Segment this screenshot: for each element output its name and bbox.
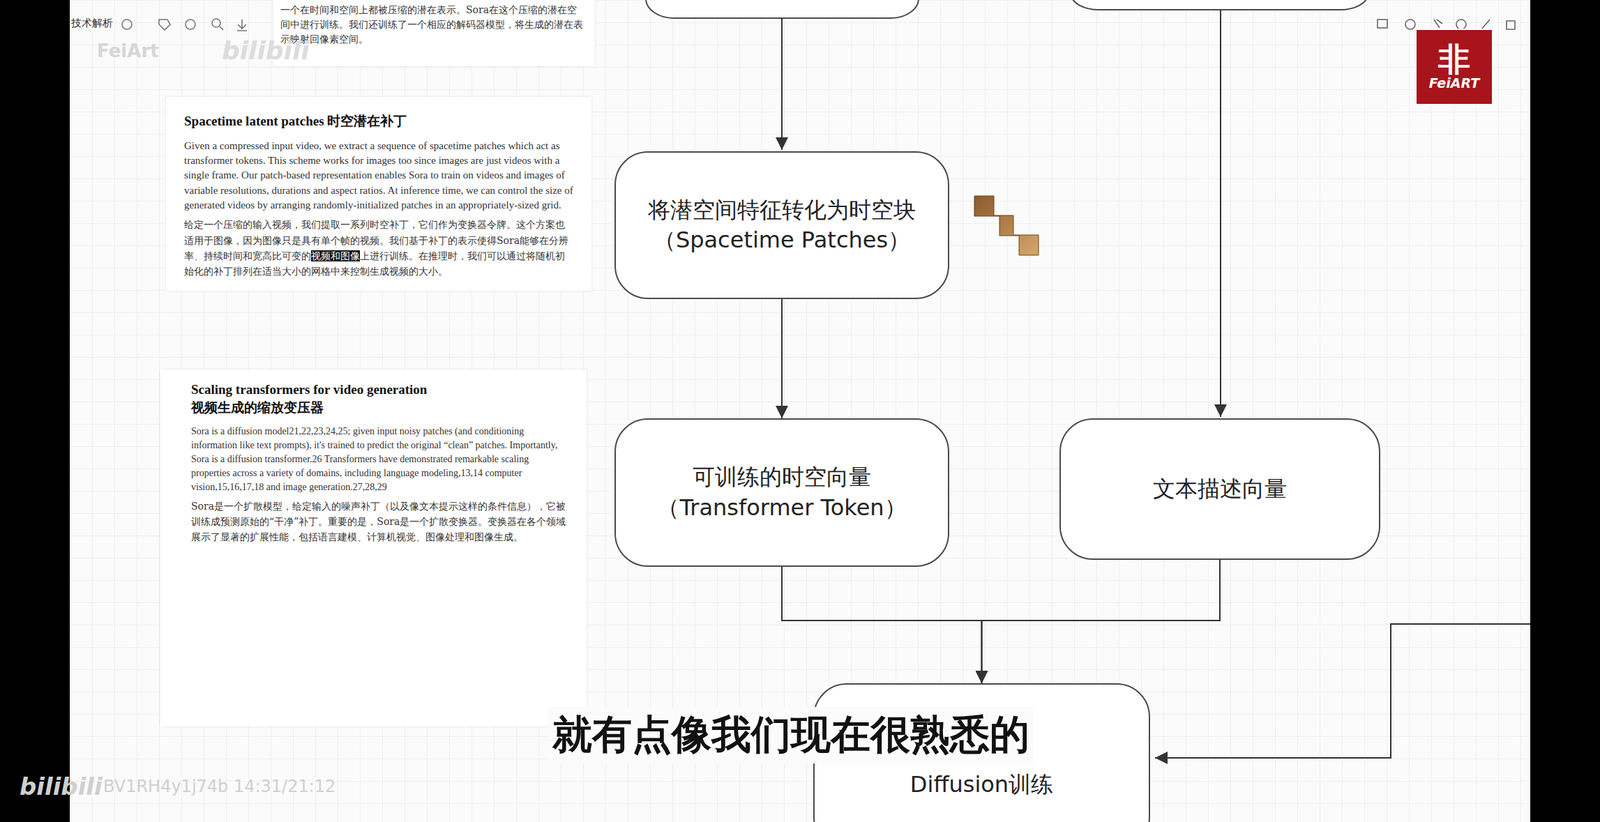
highlighted-text: 视频和图像 xyxy=(311,250,360,262)
video-info: BV1RH4y1j74b 14:31/21:12 xyxy=(103,776,336,797)
section-heading: 视频生成的缩放变压器 xyxy=(191,398,569,418)
section-heading: Spacetime latent patches 时空潜在补丁 xyxy=(184,112,574,131)
box-label: 将潜空间特征转化为时空块 （Spacetime Patches） xyxy=(628,195,936,256)
document-panel: Spacetime latent patches 时空潜在补丁 Given a … xyxy=(165,96,592,291)
toolbar-title: 技术解析 xyxy=(71,16,113,30)
document-text: Sora is a diffusion model21,22,23,24,25;… xyxy=(191,424,569,494)
watermark: FeiArt xyxy=(96,40,160,62)
watermark: bilibili xyxy=(19,772,103,801)
panel-heading: Spacetime latent patches 时空潜在补丁 xyxy=(184,112,574,131)
box-label: 可训练的时空向量 （Transformer Token） xyxy=(628,462,936,523)
window-icons xyxy=(1377,19,1515,30)
document-panel xyxy=(160,369,587,727)
document-panel: 一个在时间和空间上都被压缩的潜在表示。Sora在这个压缩的潜在空间中进行训练。我… xyxy=(273,0,595,67)
toolbar-icons xyxy=(122,18,247,31)
process-box: 将潜空间特征转化为时空块 （Spacetime Patches） xyxy=(614,151,950,300)
connector-line xyxy=(1219,9,1222,418)
section-heading: Scaling transformers for video generatio… xyxy=(191,380,569,399)
document-panel: Scaling transformers for video generatio… xyxy=(160,369,587,727)
connector-arrow xyxy=(982,560,1221,684)
box-label: Diffusion训练 xyxy=(910,770,1054,800)
document-text: Given a compressed input video, we extra… xyxy=(184,138,574,213)
connector-arrow xyxy=(781,567,983,684)
staircase-icon xyxy=(974,195,1039,256)
panel-heading: Scaling transformers for video generatio… xyxy=(191,380,569,417)
cut-off-box xyxy=(645,0,919,19)
cut-off-box xyxy=(1071,0,1368,10)
panel-english: Sora is a diffusion model21,22,23,24,25;… xyxy=(191,424,569,494)
process-box: 文本描述向量 xyxy=(1059,418,1381,561)
logo-glyph: 非 xyxy=(1438,43,1471,76)
video-subtitle: 就有点像我们现在很熟悉的 xyxy=(548,707,1034,764)
connector-line xyxy=(781,18,783,150)
box-label: 文本描述向量 xyxy=(1152,474,1287,505)
watermark: bilibili xyxy=(221,36,310,65)
panel-chinese: 给定一个压缩的输入视频，我们提取一系列时空补丁，它们作为变换器令牌。这个方案也适… xyxy=(184,216,574,280)
logo-text: FeiART xyxy=(1429,75,1480,92)
channel-logo: 非FeiART xyxy=(1415,28,1494,106)
document-text: 一个在时间和空间上都被压缩的潜在表示。Sora在这个压缩的潜在空间中进行训练。我… xyxy=(280,2,586,47)
connector-arrow xyxy=(781,299,783,419)
document-text: Sora是一个扩散模型，给定输入的噪声补丁（以及像文本提示这样的条件信息），它被… xyxy=(191,498,569,546)
panel-chinese: Sora是一个扩散模型，给定输入的噪声补丁（以及像文本提示这样的条件信息），它被… xyxy=(191,498,569,546)
connector-line xyxy=(1155,624,1531,759)
process-box: 可训练的时空向量 （Transformer Token） xyxy=(614,418,950,568)
panel-english: Given a compressed input video, we extra… xyxy=(184,138,574,213)
